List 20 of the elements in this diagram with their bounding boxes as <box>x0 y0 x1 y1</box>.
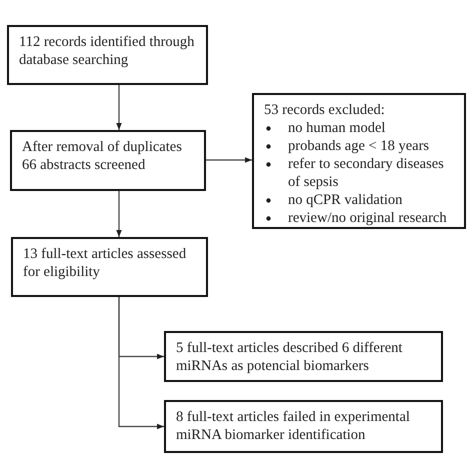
box-text: After removal of duplicates 66 abstracts screened <box>22 138 183 174</box>
arrow <box>116 191 122 237</box>
list-item: probands age < 18 years <box>288 138 430 154</box>
process-box <box>10 130 206 191</box>
box-text: 8 full-text articles failed in experimental miRNA biomarker identification <box>176 408 411 444</box>
process-box <box>164 400 443 453</box>
arrow <box>118 297 164 430</box>
arrow <box>206 157 252 163</box>
box-text: 5 full-text articles described 6 different miRNAs as potencial biomarkers <box>176 339 404 375</box>
process-box <box>164 331 443 382</box>
list-item: no qCPR validation <box>288 192 402 208</box>
arrow <box>116 85 122 130</box>
list-item: review/no original research <box>288 210 447 226</box>
list-heading: 53 records excluded: <box>264 101 386 119</box>
box-text: 112 records identified through database searching <box>19 33 196 69</box>
process-box <box>7 25 208 85</box>
list-item: no human model <box>288 120 386 136</box>
process-box <box>252 93 466 229</box>
box-text: 13 full-text articles assessed for eligibility <box>23 245 188 281</box>
process-box <box>11 237 208 297</box>
